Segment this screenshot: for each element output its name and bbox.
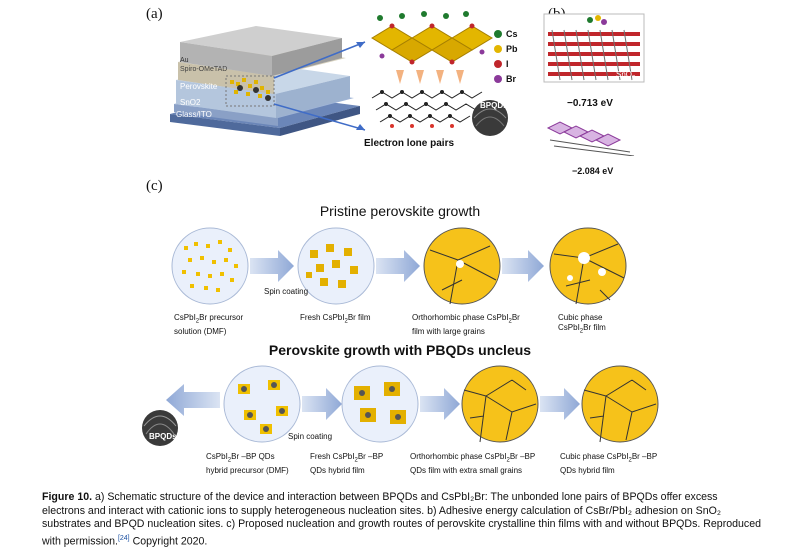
legend-item-pb: Pb — [494, 41, 534, 56]
figure-label: Figure 10. — [42, 491, 93, 503]
energy-bpqd-value: −2.084 eV — [572, 166, 614, 176]
br-swatch-icon — [494, 74, 502, 83]
layer-label-sno2: SnO2 — [180, 98, 201, 107]
pbqds-caption-1: CsPbI2Br –BP QDs hybrid precursor (DMF) — [206, 452, 289, 475]
cs-swatch-icon — [494, 29, 502, 38]
pbqds-title: Perovskite growth with PBQDs uncleus — [268, 342, 532, 358]
energy-sno2-value: −0.713 eV — [567, 98, 613, 109]
caption-text: a) Schematic structure of the device and… — [42, 491, 761, 548]
pristine-caption-1: CsPbI2Br precursor solution (DMF) — [174, 313, 244, 336]
layer-label-glass: Glass/ITO — [176, 110, 212, 119]
element-legend: Cs Pb I Br — [494, 26, 534, 86]
bpqds-label-a: BPQDs — [480, 101, 508, 110]
i-swatch-icon — [494, 59, 502, 68]
pbqds-caption-2: Fresh CsPbI2Br –BP QDs hybrid film — [310, 452, 384, 475]
bpqd-adhesion-structure — [546, 121, 635, 156]
panel-c-label: (c) — [146, 178, 163, 194]
sno2-adhesion-structure — [543, 13, 645, 83]
caption-reference[interactable]: [24] — [117, 534, 130, 542]
pristine-spin-coating: Spin coating — [264, 287, 309, 296]
legend-item-cs: Cs — [494, 26, 534, 41]
figure-caption: Figure 10. a) Schematic structure of the… — [42, 491, 762, 549]
electron-lone-pairs-label: Electron lone pairs — [364, 138, 455, 149]
pb-swatch-icon — [494, 44, 502, 53]
pbqds-caption-4: Cubic phase CsPbI2Br –BP QDs hybrid film — [560, 452, 658, 475]
bpqd-interaction-illustration — [371, 11, 508, 136]
caption-copyright: Copyright 2020. — [129, 535, 208, 548]
pristine-caption-4: Cubic phase CsPbI2Br film — [558, 313, 606, 335]
panel-a-label: (a) — [146, 6, 163, 22]
legend-item-br: Br — [494, 71, 534, 86]
device-stack-illustration — [170, 26, 366, 136]
layer-label-au: Au — [180, 57, 189, 64]
pristine-title: Pristine perovskite growth — [319, 203, 481, 219]
pristine-caption-3: Orthorhombic phase CsPbI2Br film with la… — [412, 313, 520, 336]
pbqds-growth-row — [142, 365, 659, 446]
pbqds-spin-coating: Spin coating — [288, 432, 333, 441]
pbqds-caption-3: Orthorhombic phase CsPbI2Br –BP QDs film… — [410, 452, 536, 475]
bpqds-label-c: BPQDs — [149, 432, 177, 441]
pristine-growth-row — [171, 227, 627, 305]
sno2-label-b: SnO2 — [616, 70, 636, 82]
layer-label-spiro: Spiro-OMeTAD — [180, 66, 228, 73]
legend-item-i: I — [494, 56, 534, 71]
pristine-caption-2: Fresh CsPbI2Br film — [300, 313, 371, 325]
layer-label-perovskite: Perovskite — [180, 82, 218, 91]
